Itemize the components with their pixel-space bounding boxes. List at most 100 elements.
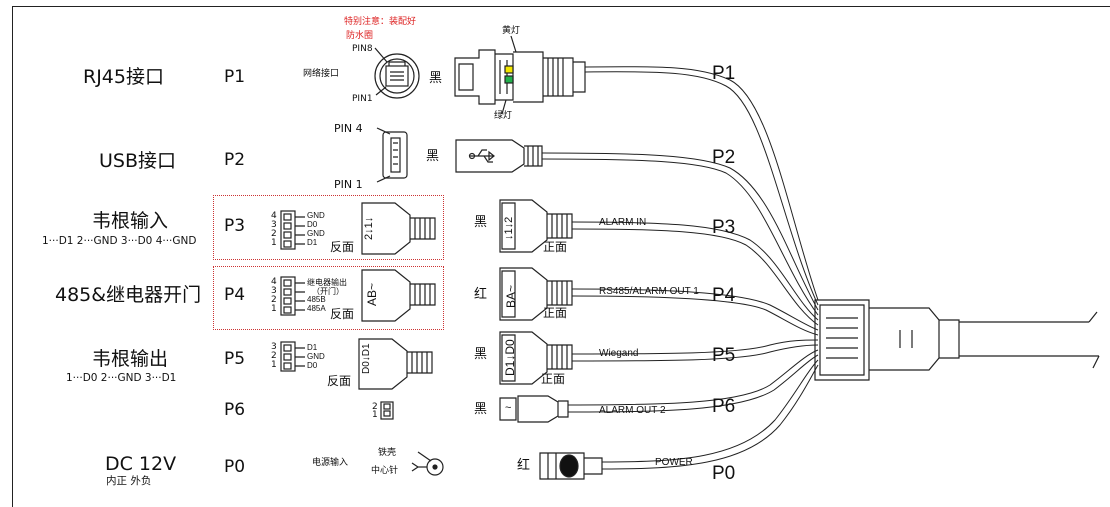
dc-center-pin: 中心针 xyxy=(371,466,399,476)
p3-front-mark: ↓1↓2 xyxy=(503,216,515,240)
p4-face-rear: 反面 xyxy=(330,307,355,321)
p5-wire-label: Wiegand xyxy=(599,348,639,359)
usb-color: 黑 xyxy=(426,149,440,164)
p3-pin-name-2: GND xyxy=(307,229,325,238)
p4-pin-4: 4 xyxy=(271,277,277,287)
code-p0: P0 xyxy=(224,457,246,477)
cable-label-p6: P6 xyxy=(712,396,736,417)
p5-pin-name-d1: D1 xyxy=(307,343,318,352)
p3-pin-3: 3 xyxy=(271,220,277,230)
wiegand-out-pinout: 1···D0 2···GND 3···D1 xyxy=(66,372,177,384)
rj45-port-label: 网络接口 xyxy=(303,69,340,79)
rj45-pin-bottom: PIN1 xyxy=(352,94,373,104)
p3-face-rear: 反面 xyxy=(330,240,355,254)
p3-front-connector xyxy=(499,199,573,253)
usb-pin-top: PIN 4 xyxy=(334,122,363,135)
dc-color: 红 xyxy=(517,458,531,473)
p5-pin-name-d0: D0 xyxy=(307,361,318,370)
p5-face-rear: 反面 xyxy=(327,374,352,388)
dc-wire-label: POWER xyxy=(655,457,693,468)
p4-color: 红 xyxy=(474,287,488,302)
p4-rear-connector xyxy=(361,269,436,322)
p3-pin-2: 2 xyxy=(271,229,277,239)
cables xyxy=(541,66,819,470)
dc-jack-symbol xyxy=(411,451,444,476)
p4-front-mark: BA~ xyxy=(504,284,518,308)
p5-pin-header xyxy=(280,341,305,372)
p3-pin-4: 4 xyxy=(271,211,277,221)
p4-pin-name-open: （开门） xyxy=(312,287,344,296)
dc-polarity: 内正 外负 xyxy=(106,475,152,487)
green-led xyxy=(504,75,514,84)
p4-pin-name-485b: 485B xyxy=(307,295,326,304)
wiegand-in-name: 韦根输入 xyxy=(92,210,169,232)
p5-face-front: 正面 xyxy=(541,372,566,386)
p6-pin-1: 1 xyxy=(372,410,378,420)
p4-pin-name-relay: 继电器输出 xyxy=(307,278,347,287)
p5-front-connector xyxy=(499,331,573,385)
code-p3: P3 xyxy=(224,216,246,236)
p3-pin-name-3: D0 xyxy=(307,220,318,229)
p5-pin-1: 1 xyxy=(271,360,277,370)
rj45-port-face xyxy=(374,47,420,99)
cable-label-p4: P4 xyxy=(712,285,736,306)
p6-color: 黑 xyxy=(474,402,488,417)
rs485-name: 485&继电器开门 xyxy=(55,284,202,306)
p6-connector xyxy=(499,395,569,423)
dc-power-in: 电源输入 xyxy=(312,458,349,468)
highlight-box-p3 xyxy=(213,195,444,260)
code-p5: P5 xyxy=(224,349,246,369)
cable-label-p5: P5 xyxy=(712,345,736,366)
p4-face-front: 正面 xyxy=(543,306,568,320)
dc-name: DC 12V xyxy=(105,453,177,475)
cable-label-p0: P0 xyxy=(712,463,736,484)
code-p1: P1 xyxy=(224,67,246,87)
rj45-pin-top: PIN8 xyxy=(352,44,373,54)
dc-shell: 铁壳 xyxy=(378,448,397,458)
p4-pin-name-485a: 485A xyxy=(307,304,326,313)
p5-pin-2: 2 xyxy=(271,351,277,361)
code-p2: P2 xyxy=(224,150,246,170)
p3-wire-label: ALARM IN xyxy=(599,217,647,228)
rj45-connector xyxy=(454,35,586,115)
p4-pin-1: 1 xyxy=(271,304,277,314)
p5-color: 黑 xyxy=(474,347,488,362)
led-yellow-label: 黄灯 xyxy=(502,26,521,36)
p5-front-mark: D1↓D0 xyxy=(503,339,517,376)
p4-front-connector xyxy=(499,267,573,321)
p3-color: 黑 xyxy=(474,215,488,230)
p4-pin-header xyxy=(280,276,305,316)
notice-line2: 防水圈 xyxy=(346,31,374,41)
diagram-frame xyxy=(12,6,1110,507)
p5-pin-3: 3 xyxy=(271,342,277,352)
rj45-color: 黑 xyxy=(429,71,443,86)
p6-pin-header xyxy=(380,401,394,420)
p3-pin-name-1: D1 xyxy=(307,238,318,247)
p6-pin-2: 2 xyxy=(372,402,378,412)
code-p4: P4 xyxy=(224,285,246,305)
p5-rear-mark: D0↓D1 xyxy=(361,343,372,374)
p4-wire-label: RS485/ALARM OUT 1 xyxy=(599,286,699,297)
cable-label-p2: P2 xyxy=(712,147,736,168)
p3-rear-connector xyxy=(361,202,436,255)
cable-label-p3: P3 xyxy=(712,217,736,238)
p5-pin-name-gnd: GND xyxy=(307,352,325,361)
notice-line1: 特别注意：装配好 xyxy=(344,17,417,27)
rj45-name: RJ45接口 xyxy=(83,66,164,88)
usb-connector xyxy=(455,139,543,173)
dc-plug-connector xyxy=(539,452,603,480)
cable-label-p1: P1 xyxy=(712,63,736,84)
p4-rear-mark: AB~ xyxy=(365,282,379,306)
wiegand-in-pinout: 1···D1 2···GND 3···D0 4···GND xyxy=(42,235,197,247)
usb-pin-bottom: PIN 1 xyxy=(334,178,363,191)
wiegand-out-name: 韦根输出 xyxy=(92,348,169,370)
p3-rear-mark: 2↓1↓ xyxy=(363,216,375,240)
p6-mark: ~ xyxy=(505,402,512,414)
p3-pin-1: 1 xyxy=(271,238,277,248)
led-green-label: 绿灯 xyxy=(494,111,513,121)
code-p6: P6 xyxy=(224,400,246,420)
p3-pin-name-4: GND xyxy=(307,211,325,220)
p3-pin-header xyxy=(280,210,305,250)
